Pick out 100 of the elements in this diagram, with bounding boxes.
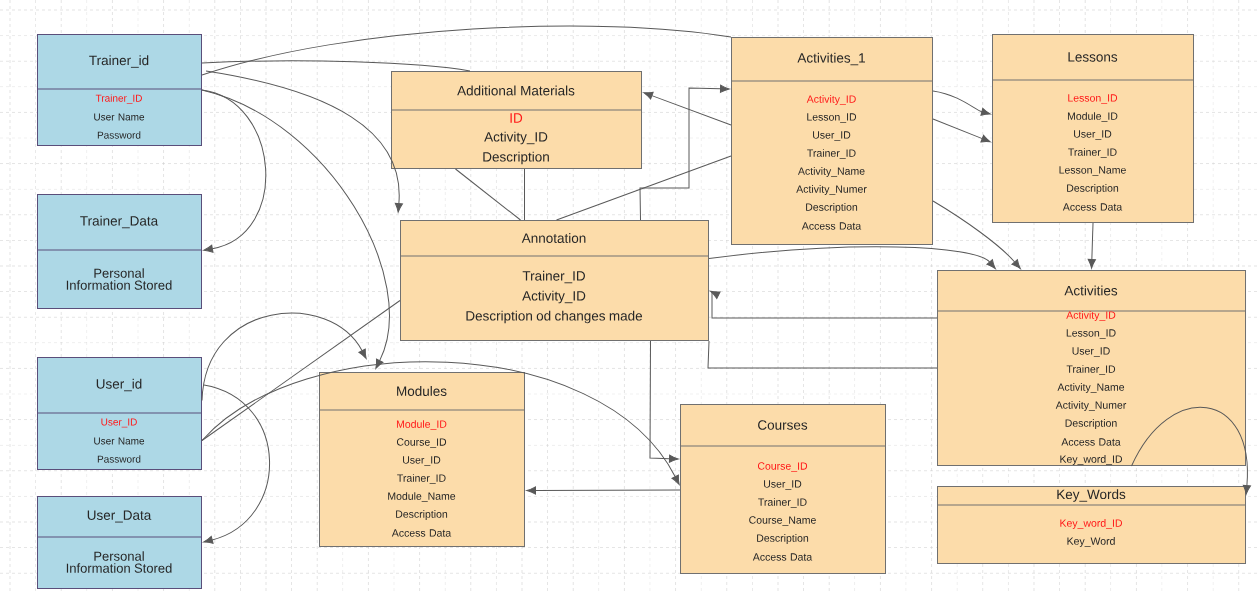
field-name: Trainer_ID <box>807 149 856 159</box>
field-name: Activity_Numer <box>796 185 867 195</box>
field-name: Password <box>97 455 141 463</box>
field-name: Personal Information Stored <box>66 268 172 290</box>
field-name: Lesson_ID <box>1068 94 1118 104</box>
table-title: Key_Words <box>1057 489 1126 502</box>
arrow <box>205 70 403 213</box>
table-box <box>730 37 933 245</box>
connector-line <box>455 168 521 221</box>
arrow <box>201 312 367 401</box>
field-name: Password <box>97 131 141 139</box>
field-name: Trainer_ID <box>1068 148 1117 158</box>
field-name: User_ID <box>1074 130 1112 140</box>
table-box <box>36 357 202 470</box>
field-name: Description <box>1067 184 1119 194</box>
field-name: Access Data <box>801 222 862 230</box>
table-title: Trainer_id <box>89 55 149 68</box>
table-title: Courses <box>758 420 808 430</box>
field-name: Trainer_ID <box>397 474 446 484</box>
field-name: Trainer_ID <box>1066 365 1116 375</box>
table-box <box>991 34 1194 223</box>
table-title: Trainer_Data <box>80 215 159 229</box>
table-box <box>679 404 886 574</box>
field-name: Description <box>1065 419 1117 429</box>
connector-line <box>201 60 471 72</box>
field-name: Description <box>483 151 549 165</box>
field-name: Module_Name <box>388 492 456 502</box>
field-name: User_ID <box>764 480 802 490</box>
connector-line <box>524 168 525 221</box>
table-box <box>936 486 1246 564</box>
connector-line <box>707 340 938 369</box>
field-name: User_ID <box>101 418 137 428</box>
field-name: Activity_ID <box>522 290 586 304</box>
table-title: Modules <box>397 386 447 396</box>
field-name: Personal Information Stored <box>66 551 172 573</box>
connector-line <box>556 155 732 221</box>
field-name: Trainer_ID <box>758 498 807 508</box>
field-name: Key_word_ID <box>1060 519 1122 529</box>
field-name: Activity_ID <box>806 95 856 105</box>
field-name: Course_ID <box>757 462 808 472</box>
table-box <box>36 194 202 309</box>
table-box <box>936 270 1246 466</box>
connector-line <box>201 25 732 76</box>
field-name: User Name <box>94 113 145 121</box>
field-name: Access Data <box>391 529 452 537</box>
table-box <box>390 71 642 169</box>
field-name: User Name <box>94 437 145 445</box>
field-name: Access Data <box>1062 203 1123 211</box>
arrow <box>639 84 730 221</box>
field-name: Description od changes made <box>466 310 643 324</box>
arrow <box>201 89 267 253</box>
field-name: Activity_ID <box>1066 311 1116 321</box>
field-name: Activity_Name <box>1057 383 1125 393</box>
field-name: Description <box>757 534 809 544</box>
table-title: User_id <box>96 378 142 392</box>
arrow <box>201 361 680 485</box>
arrow <box>708 246 996 270</box>
table-title: Activities <box>1064 285 1118 296</box>
arrow <box>932 90 991 116</box>
table-title: Annotation <box>521 233 586 243</box>
field-name: Description <box>396 510 448 520</box>
table-box <box>318 372 525 547</box>
table-title: User_Data <box>87 510 152 523</box>
arrow <box>1131 407 1251 495</box>
field-name: Trainer_ID <box>522 270 585 284</box>
arrow <box>1087 222 1096 269</box>
table-title: Activities_1 <box>797 52 865 66</box>
field-name: Description <box>806 203 858 213</box>
field-name: Course_Name <box>749 516 816 526</box>
arrow <box>201 89 390 369</box>
arrow <box>643 91 732 126</box>
field-name: Activity_ID <box>484 131 548 145</box>
arrow <box>710 290 938 319</box>
arrow <box>649 340 679 463</box>
field-name: Key_word_ID <box>1060 455 1122 465</box>
field-name: Module_ID <box>397 420 447 430</box>
arrow <box>526 486 681 495</box>
connector-line <box>201 300 401 441</box>
field-name: Module_ID <box>1068 112 1118 122</box>
field-name: User_ID <box>403 456 441 466</box>
field-name: Key_Word <box>1067 537 1115 547</box>
table-title: Lessons <box>1068 52 1118 62</box>
table-box <box>36 34 202 146</box>
arrow <box>203 384 271 544</box>
field-name: User_ID <box>1072 347 1110 357</box>
field-name: Access Data <box>752 553 813 561</box>
field-name: Course_ID <box>396 438 447 448</box>
field-name: Lesson_Name <box>1059 166 1126 176</box>
table-title: Additional Materials <box>457 85 575 96</box>
field-name: Lesson_ID <box>1066 329 1116 339</box>
field-name: Activity_Numer <box>1055 401 1127 411</box>
field-name: Activity_Name <box>797 167 865 177</box>
arrow <box>932 118 991 143</box>
field-name: Lesson_ID <box>807 113 857 123</box>
table-box <box>36 496 202 589</box>
field-name: Access Data <box>1061 438 1121 446</box>
field-name: ID <box>510 113 523 123</box>
field-name: Trainer_ID <box>95 94 142 104</box>
table-box <box>399 220 709 341</box>
field-name: User_ID <box>813 131 851 141</box>
